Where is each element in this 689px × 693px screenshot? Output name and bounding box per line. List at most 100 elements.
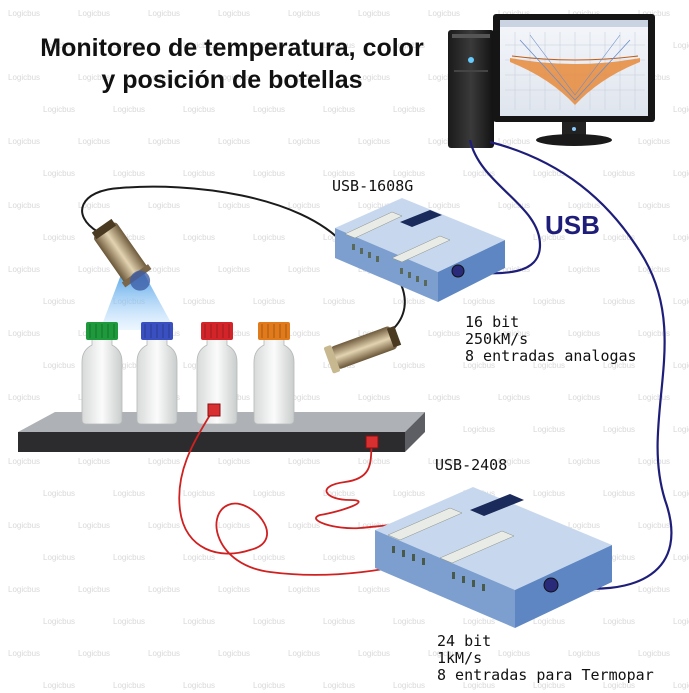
- watermark-text: Logicbus: [148, 201, 180, 210]
- watermark-text: Logicbus: [78, 201, 110, 210]
- usb-1608g-specs: 16 bit 250kM/s 8 entradas analogas: [465, 314, 637, 365]
- watermark-text: Logicbus: [183, 681, 215, 690]
- watermark-text: Logicbus: [533, 617, 565, 626]
- thermocouple-wire-bottle: [178, 409, 433, 576]
- pc-tower: [448, 30, 494, 148]
- thermocouple-probe-shelf: [365, 435, 379, 449]
- watermark-text: Logicbus: [113, 169, 145, 178]
- watermark-text: Logicbus: [148, 585, 180, 594]
- watermark-text: Logicbus: [568, 9, 600, 18]
- watermark-text: Logicbus: [8, 265, 40, 274]
- watermark-text: Logicbus: [358, 73, 390, 82]
- watermark-text: Logicbus: [533, 489, 565, 498]
- watermark-text: Logicbus: [638, 649, 670, 658]
- watermark-text: Logicbus: [498, 393, 530, 402]
- watermark-text: Logicbus: [568, 521, 600, 530]
- watermark-text: Logicbus: [43, 681, 75, 690]
- watermark-text: Logicbus: [113, 617, 145, 626]
- watermark-text: Logicbus: [638, 265, 670, 274]
- watermark-text: Logicbus: [603, 681, 635, 690]
- watermark-text: Logicbus: [8, 9, 40, 18]
- watermark-text: Logicbus: [43, 553, 75, 562]
- watermark-text: Logicbus: [8, 393, 40, 402]
- watermark-text: Logicbus: [8, 457, 40, 466]
- watermark-text: Logicbus: [218, 457, 250, 466]
- bottle-cap: [86, 322, 118, 340]
- watermark-text: Logicbus: [288, 457, 320, 466]
- watermark-text: Logicbus: [148, 9, 180, 18]
- watermark-text: Logicbus: [428, 9, 460, 18]
- watermark-text: Logicbus: [603, 553, 635, 562]
- watermark-text: Logicbus: [183, 233, 215, 242]
- watermark-text: Logicbus: [393, 105, 425, 114]
- watermark-text: Logicbus: [323, 617, 355, 626]
- watermark-text: Logicbus: [673, 233, 689, 242]
- watermark-text: Logicbus: [148, 649, 180, 658]
- watermark-text: Logicbus: [358, 585, 390, 594]
- usb-1608g-spec-inputs: 8 entradas analogas: [465, 347, 637, 365]
- bottle-cap: [141, 322, 173, 340]
- watermark-text: Logicbus: [463, 169, 495, 178]
- bottles: [81, 322, 295, 425]
- watermark-text: Logicbus: [638, 9, 670, 18]
- watermark-text: Logicbus: [638, 457, 670, 466]
- watermark-text: Logicbus: [533, 169, 565, 178]
- watermark-text: Logicbus: [218, 329, 250, 338]
- watermark-text: Logicbus: [288, 393, 320, 402]
- watermark-text: Logicbus: [393, 169, 425, 178]
- watermark-text: Logicbus: [673, 617, 689, 626]
- title-line-2: y posición de botellas: [101, 66, 363, 94]
- usb-2408-spec-inputs: 8 entradas para Termopar: [437, 666, 654, 684]
- watermark-text: Logicbus: [78, 9, 110, 18]
- watermark-text: Logicbus: [638, 521, 670, 530]
- usb-cables: [461, 139, 673, 590]
- watermark-text: Logicbus: [323, 41, 355, 50]
- watermark-text: Logicbus: [428, 137, 460, 146]
- monitor: [493, 14, 655, 146]
- watermark-text: Logicbus: [43, 617, 75, 626]
- watermark-text: Logicbus: [253, 681, 285, 690]
- watermark-text: Logicbus: [358, 9, 390, 18]
- watermark-text: Logicbus: [568, 201, 600, 210]
- watermark-text: Logicbus: [8, 137, 40, 146]
- watermark-text: Logicbus: [428, 649, 460, 658]
- watermark-text: Logicbus: [638, 201, 670, 210]
- watermark-text: Logicbus: [43, 233, 75, 242]
- watermark-text: Logicbus: [183, 553, 215, 562]
- sensor-beam: [100, 266, 175, 330]
- usb-2408-spec-rate: 1kM/s: [437, 649, 483, 667]
- usb-1608g-name: USB-1608G: [332, 177, 414, 195]
- watermark-text: Logicbus: [288, 9, 320, 18]
- watermark-text: Logicbus: [323, 489, 355, 498]
- watermark-text: Logicbus: [638, 393, 670, 402]
- watermark-text: Logicbus: [288, 201, 320, 210]
- watermark-text: Logicbus: [568, 649, 600, 658]
- usb-cable-1608g: [461, 139, 542, 275]
- watermark-text: Logicbus: [463, 361, 495, 370]
- usb-1608g-spec-rate: 250kM/s: [465, 330, 529, 348]
- watermark-text: Logicbus: [463, 297, 495, 306]
- usb-1608g-device: [335, 198, 505, 302]
- watermark-text: Logicbus: [288, 521, 320, 530]
- watermark-text: Logicbus: [428, 73, 460, 82]
- watermark-text: Logicbus: [603, 233, 635, 242]
- watermark-text: Logicbus: [498, 265, 530, 274]
- watermark-text: Logicbus: [78, 457, 110, 466]
- watermark-text: Logicbus: [603, 489, 635, 498]
- watermark-text: Logicbus: [323, 553, 355, 562]
- watermark-text: Logicbus: [218, 137, 250, 146]
- watermark-text: Logicbus: [533, 681, 565, 690]
- watermark-text: Logicbus: [183, 617, 215, 626]
- watermark-text: Logicbus: [673, 681, 689, 690]
- watermark-text: Logicbus: [673, 41, 689, 50]
- watermark-text: Logicbus: [113, 681, 145, 690]
- bottle-cap: [258, 322, 290, 340]
- usb-2408-name: USB-2408: [435, 456, 508, 474]
- watermark-text: Logicbus: [113, 489, 145, 498]
- watermark-text: Logicbus: [603, 169, 635, 178]
- watermark-text: Logicbus: [498, 329, 530, 338]
- watermark-text: Logicbus: [533, 425, 565, 434]
- watermark-text: Logicbus: [393, 297, 425, 306]
- watermark-text: Logicbus: [673, 361, 689, 370]
- watermark-text: Logicbus: [183, 169, 215, 178]
